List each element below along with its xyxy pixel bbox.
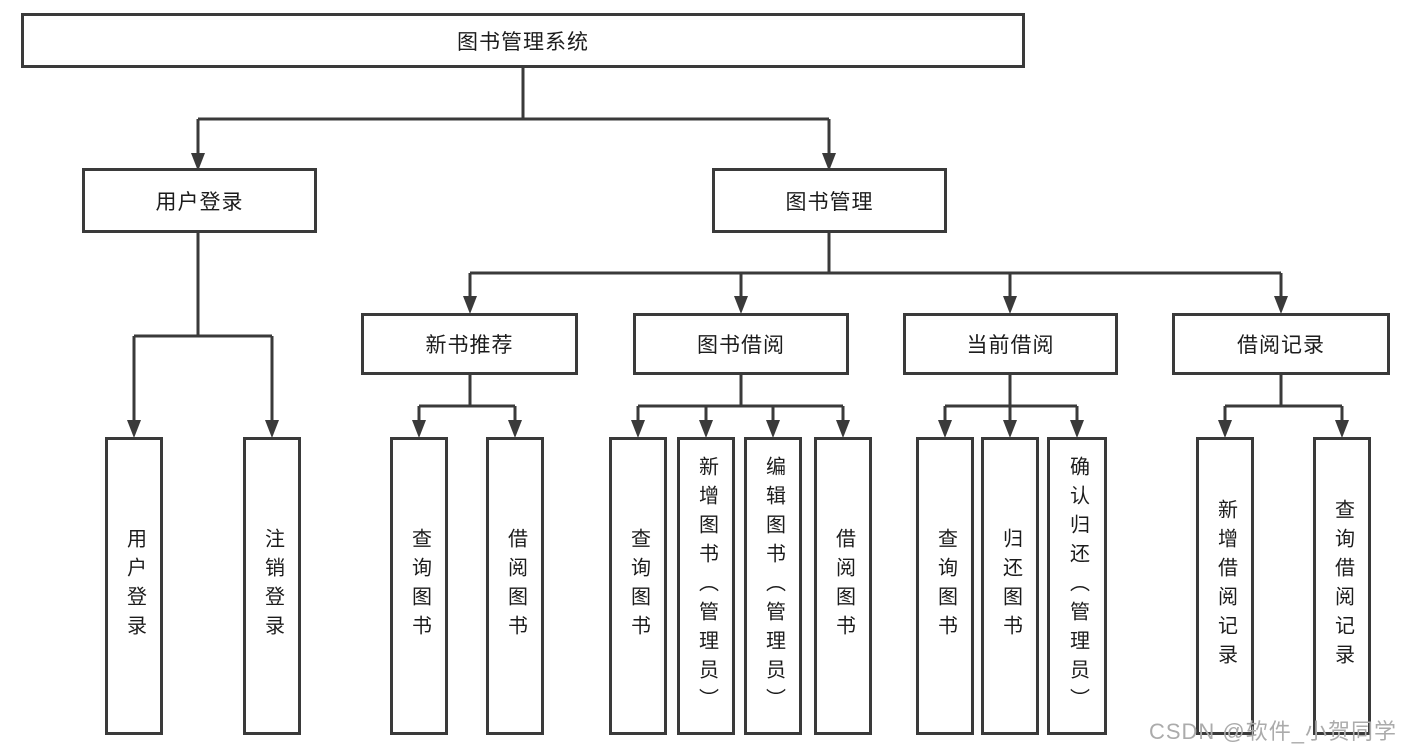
node-label: 借阅图书 [832,528,855,644]
leaf-borrow-books-recommend: 借阅图书 [486,437,544,735]
leaf-user-login: 用户登录 [105,437,163,735]
node-user-login: 用户登录 [82,168,317,233]
leaf-search-borrow-record: 查询借阅记录 [1313,437,1371,735]
node-borrowing-records: 借阅记录 [1172,313,1390,375]
node-label: 确认归还（管理员） [1066,455,1089,717]
leaf-search-books-current: 查询图书 [916,437,974,735]
leaf-add-borrow-record: 新增借阅记录 [1196,437,1254,735]
node-label: 借阅记录 [1237,334,1325,357]
leaf-search-books-borrowing: 查询图书 [609,437,667,735]
node-current-borrowing: 当前借阅 [903,313,1118,375]
node-label: 查询借阅记录 [1331,499,1354,673]
node-book-borrowing: 图书借阅 [633,313,849,375]
node-label: 图书借阅 [697,334,785,357]
node-label: 借阅图书 [504,528,527,644]
leaf-borrow-books-borrowing: 借阅图书 [814,437,872,735]
node-library-system: 图书管理系统 [21,13,1025,68]
node-book-management: 图书管理 [712,168,947,233]
node-label: 用户登录 [123,528,146,644]
leaf-confirm-return-admin: 确认归还（管理员） [1047,437,1107,735]
leaf-logout: 注销登录 [243,437,301,735]
node-label: 注销登录 [261,528,284,644]
node-label: 查询图书 [934,528,957,644]
csdn-watermark: CSDN @软件_小贺同学 [1148,719,1397,744]
node-new-book-recommendation: 新书推荐 [361,313,578,375]
leaf-add-books-admin: 新增图书（管理员） [677,437,735,735]
node-label: 编辑图书（管理员） [762,455,785,717]
node-label: 新增图书（管理员） [695,455,718,717]
node-label: 查询图书 [627,528,650,644]
node-label: 图书管理 [785,190,874,214]
node-label: 当前借阅 [966,334,1055,357]
leaf-return-books: 归还图书 [981,437,1039,735]
leaf-search-books-recommend: 查询图书 [390,437,448,735]
node-label: 用户登录 [155,190,244,214]
node-label: 新增借阅记录 [1214,499,1237,673]
leaf-edit-books-admin: 编辑图书（管理员） [744,437,802,735]
node-label: 新书推荐 [425,334,514,357]
node-label: 图书管理系统 [457,30,589,54]
node-label: 归还图书 [999,528,1022,644]
node-label: 查询图书 [408,528,431,644]
